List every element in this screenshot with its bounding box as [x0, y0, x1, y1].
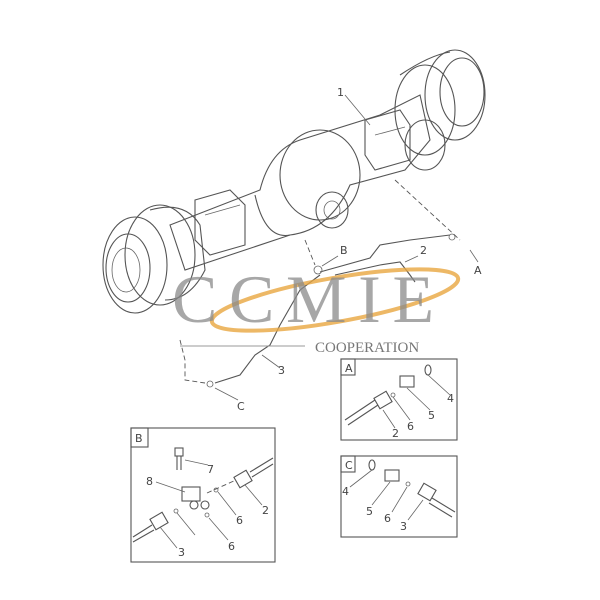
right-wheel-hub	[394, 49, 486, 171]
detail-c-label-5: 5	[366, 505, 373, 518]
detail-b-label-2: 2	[262, 504, 269, 517]
detail-c-label-4: 4	[342, 485, 349, 498]
detail-a-label-6: 6	[407, 420, 414, 433]
detail-b-label-6b: 6	[228, 540, 235, 553]
detail-c-label-6: 6	[384, 512, 391, 525]
watermark-swoosh	[209, 267, 461, 333]
detail-c-box: C 4 5 6 3	[340, 455, 458, 538]
label-part-2: 2	[420, 244, 427, 257]
detail-c-label-3: 3	[400, 520, 407, 533]
detail-b-label-8: 8	[146, 475, 153, 488]
detail-b-label-7: 7	[207, 463, 214, 476]
label-part-1: 1	[337, 86, 344, 99]
label-C: C	[237, 400, 245, 413]
detail-a-box: A 4 5 6 2	[340, 358, 458, 441]
label-part-3: 3	[278, 364, 285, 377]
watermark-brand: CCMIE	[172, 261, 434, 337]
watermark-subtitle: COOPERATION	[315, 340, 419, 356]
detail-a-label-5: 5	[428, 409, 435, 422]
detail-a-label-4: 4	[447, 392, 454, 405]
axle-housing	[169, 94, 431, 271]
detail-a-title: A	[345, 362, 353, 375]
detail-b-label-6a: 6	[236, 514, 243, 527]
left-wheel-hub	[102, 204, 206, 314]
watermark: CCMIE COOPERATION	[172, 261, 461, 356]
detail-b-label-3: 3	[178, 546, 185, 559]
detail-b-box: B 7 8 2 6 6 3	[130, 427, 276, 563]
label-A: A	[474, 264, 482, 277]
detail-a-label-2: 2	[392, 427, 399, 440]
label-B: B	[340, 244, 348, 257]
detail-b-title: B	[135, 432, 143, 445]
detail-c-title: C	[345, 459, 353, 472]
brake-lines	[179, 179, 461, 388]
